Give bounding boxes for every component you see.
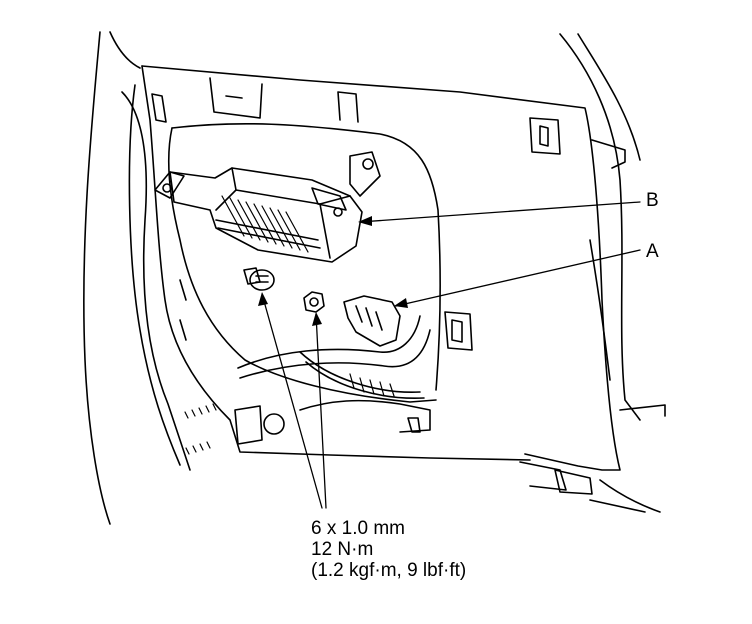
arrowheads xyxy=(258,216,408,326)
mounting-nut xyxy=(303,291,325,313)
callout-a-label: A xyxy=(646,241,659,262)
leader-lines xyxy=(261,201,641,509)
mounting-bolt xyxy=(243,267,275,291)
body-panel-left xyxy=(83,31,191,525)
control-unit xyxy=(154,151,381,263)
torque-nm: 12 N·m xyxy=(311,539,374,560)
callout-b-label: B xyxy=(646,190,659,211)
wire-harness xyxy=(237,295,431,400)
fastener-spec: 6 x 1.0 mm 12 N·m (1.2 kgf·m, 9 lbf·ft) xyxy=(311,518,466,581)
dashboard-lower-cover xyxy=(141,65,646,513)
hatched-edge xyxy=(184,403,217,455)
fastener-size: 6 x 1.0 mm xyxy=(311,518,405,539)
body-panel-right xyxy=(559,33,666,513)
torque-alt: (1.2 kgf·m, 9 lbf·ft) xyxy=(311,560,467,581)
